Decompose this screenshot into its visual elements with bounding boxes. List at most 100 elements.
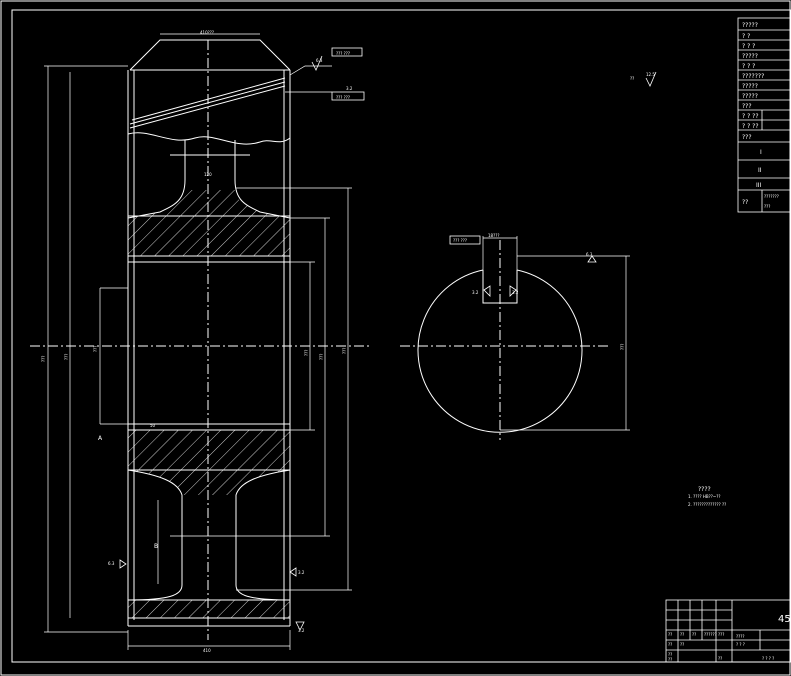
param-table-frame [737,17,791,213]
roughness-side-symbol [587,255,597,263]
gdt-key-text: ??? ??? [453,238,467,243]
hatch-lower-rim [128,430,290,495]
front-view-labels: 410??? 410 120 50 ??? ??? ??? ??? ??? ??… [41,30,353,653]
roughness-text-bottom: 3.2 [298,628,305,633]
side-view-labels: 18??? ??? ??? ??? 3.2 3.2 6.3 [453,233,625,350]
leader-gdt-top [289,65,332,76]
gdt-frames [331,47,481,245]
tech-req-line1: 1. ???? HB??~?? [688,494,720,499]
title-r2-3: ? ? ? [736,642,745,647]
param-row-9: ? ? ?? [742,113,759,120]
roughness-top-symbol [311,55,323,71]
gdt-frame-key [449,235,481,245]
other-roughness: ?? 12.5 [630,72,655,81]
top-chamfer-outline [129,39,291,71]
break-line [127,132,291,145]
param-roman-1: I [760,149,762,156]
dim-text-inner: ??? [342,348,347,354]
title-scale: ?? [718,656,722,661]
title-material: 45 [778,614,791,625]
roughness-key-left-symbol [483,285,491,297]
datum-left-bottom: B [154,543,158,550]
title-stage: ???? [736,634,745,639]
roughness-other-symbol [645,71,657,87]
roughness-bottom-symbol [295,621,305,631]
roughness-text-mid: 3.2 [346,86,353,91]
lower-right-rim-curve [235,584,291,601]
gear-side-view [400,236,630,440]
gdt-text-top: ??? ??? [336,51,350,56]
dim-text-hub: 120 [204,172,212,177]
lower-left-web-curve [127,469,183,585]
dim-text-outer-left: ??? [41,356,46,362]
roughness-side-text: 6.3 [586,252,593,257]
hatch-bottom-rim [128,600,290,618]
param-last-label: ?? [742,199,748,206]
dim-text-bore: ??? [304,350,309,356]
front-dimensions [44,33,352,650]
roughness-key-right-symbol [509,285,517,297]
title-h3: ?? [692,632,696,637]
gdt-frame-top [331,47,363,57]
title-h2: ?? [680,632,684,637]
tech-requirements: ???? 1. ???? HB??~?? 2. ????????????? ?? [688,486,726,507]
tech-req-title: ???? [698,486,711,493]
title-sheet: ? ? ? ? [762,656,774,661]
param-row-10: ? ? ?? [742,123,759,130]
title-block [665,599,791,663]
roughness-text-right: 3.2 [298,570,305,575]
title-h1: ?? [668,632,672,637]
param-row-0: ????? [742,22,758,29]
title-h4: ?????? [704,632,717,637]
other-roughness-value: 12.5 [646,72,655,77]
title-r4-1: ?? [668,657,672,662]
param-row-4: ? ? ? [742,63,755,70]
param-row-3: ????? [742,53,758,60]
param-row-11: ??? [742,134,752,141]
lower-left-rim-curve [127,584,183,601]
dim-text-bottom: 410 [203,648,211,653]
section-hatching [128,190,290,618]
param-table-text: ????? ? ? ? ? ? ????? ? ? ? ??????? ????… [742,22,779,209]
param-last-value: ??????? [764,194,779,199]
roughness-text-left: 6.3 [108,561,115,566]
title-r2-1: ?? [668,642,672,647]
dim-text-top: 410??? [200,30,214,35]
bore-circle [417,269,583,433]
param-roman-2: II [758,167,762,174]
param-last-sub: ??? [764,204,770,209]
inner-frame [11,9,791,663]
param-row-2: ? ? ? [742,43,755,50]
title-block-text: 45 ?? ?? ?? ?????? ??? ?? ?? ? ? ? ?? ??… [668,614,791,662]
bore-dim-text: ??? [620,344,625,350]
tech-req-line2: 2. ????????????? ?? [688,502,726,507]
keyway-dim-text: 18??? [488,233,499,238]
title-r3-1: ?? [668,652,672,657]
hatch-upper-rim [128,190,290,256]
roughness-text-top: 6.3 [316,58,323,63]
title-block-frame [665,599,791,663]
gdt-text-mid: ??? ??? [336,95,350,100]
param-row-8: ??? [742,103,752,110]
gdt-frame-mid [331,91,365,101]
title-r2-2: ?? [680,642,684,647]
param-table [737,17,791,213]
roughness-key-right-text: 3.2 [512,290,519,295]
roughness-key-left-text: 3.2 [472,290,479,295]
param-roman-3: III [756,182,762,189]
roughness-left-symbol [119,559,127,569]
roughness-symbols [119,55,657,631]
dim-text-web: 50 [150,423,156,428]
datum-left-top: A [98,435,103,442]
roughness-right-symbol [289,567,297,577]
dim-text-left-small: ??? [93,346,98,352]
other-roughness-label: ?? [630,76,634,81]
lower-right-web-curve [235,469,291,585]
param-row-7: ????? [742,93,758,100]
title-h5: ??? [718,632,724,637]
param-row-6: ????? [742,83,758,90]
param-row-5: ??????? [742,73,764,80]
dim-text-root: ??? [319,354,324,360]
